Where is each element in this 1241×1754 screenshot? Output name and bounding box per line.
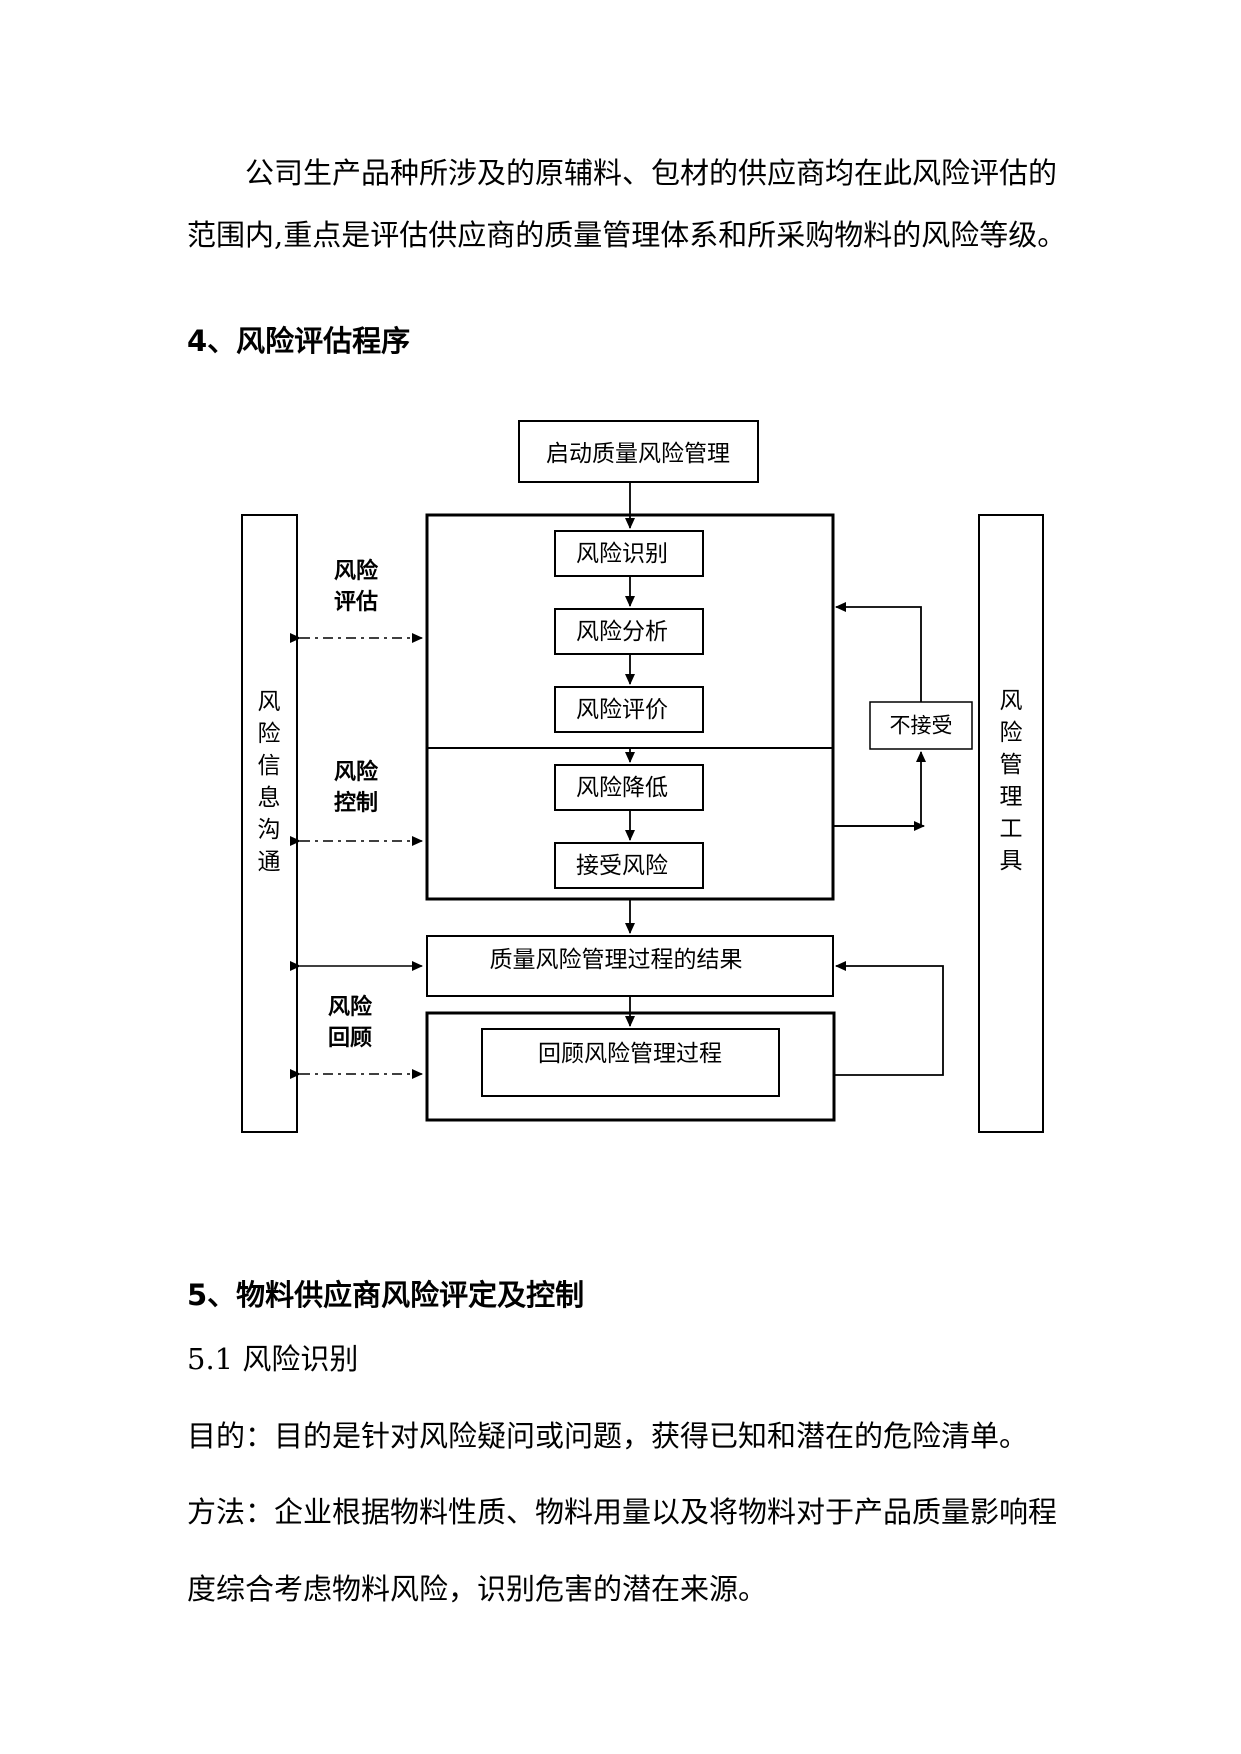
label-risk-assessment: 风险 评估 [334,558,379,615]
purpose-text: 目的：目的是针对风险疑问或问题，获得已知和潜在的危险清单。 [187,1419,1029,1453]
label-risk-review: 风险 回顾 [328,994,373,1051]
identify-box [554,530,704,577]
svg-text:控制: 控制 [334,790,378,816]
reduce-label: 风险降低 [576,775,668,801]
svg-text:息: 息 [258,785,281,811]
svg-text:理: 理 [1000,784,1023,810]
start-box [518,420,759,483]
identify-label: 风险识别 [576,541,668,567]
svg-text:具: 具 [1000,848,1023,874]
review-label: 回顾风险管理过程 [538,1041,722,1067]
reduce-box [554,764,704,811]
communication-connectors [290,633,423,1079]
section-5-heading: 5、物料供应商风险评定及控制 [187,1278,585,1312]
svg-text:回顾: 回顾 [328,1026,372,1051]
start-label: 启动质量风险管理 [546,441,730,467]
svg-text:评估: 评估 [334,590,378,615]
evaluate-label: 风险评价 [576,697,668,723]
evaluate-box [554,686,704,733]
risk-communication-label: 风 险 信 息 沟 通 [258,689,281,875]
analyze-label: 风险分析 [576,619,668,645]
not-accept-label: 不接受 [890,714,953,738]
svg-text:信: 信 [258,753,281,779]
result-label: 质量风险管理过程的结果 [490,947,743,973]
svg-text:风险: 风险 [334,558,379,584]
risk-management-tools-label: 风 险 管 理 工 具 [1000,688,1023,874]
risk-communication-column [241,514,298,1133]
intro-line-2: 范围内,重点是评估供应商的质量管理体系和所采购物料的风险等级。 [187,218,1067,252]
subsection-5-1: 5.1 风险识别 [187,1342,359,1376]
svg-text:风: 风 [258,689,281,715]
method-line-2: 度综合考虑物料风险，识别危害的潜在来源。 [187,1572,768,1606]
section-4-heading: 4、风险评估程序 [187,324,411,358]
not-accept-box [869,701,973,750]
result-box [426,935,834,997]
accept-box [554,842,704,889]
svg-text:工: 工 [1000,816,1023,842]
svg-text:风: 风 [1000,688,1023,714]
svg-text:管: 管 [1000,752,1023,778]
review-box [481,1028,780,1097]
intro-line-1: 公司生产品种所涉及的原辅料、包材的供应商均在此风险评估的 [245,156,1058,190]
analyze-box [554,608,704,655]
svg-text:沟: 沟 [258,817,281,843]
svg-text:风险: 风险 [334,759,379,785]
svg-text:风险: 风险 [328,994,373,1020]
review-loop [834,961,944,1076]
method-line-1: 方法：企业根据物料性质、物料用量以及将物料对于产品质量影响程 [187,1495,1058,1529]
svg-text:险: 险 [1000,720,1023,746]
label-risk-control: 风险 控制 [334,759,379,816]
accept-label: 接受风险 [576,853,668,879]
svg-text:通: 通 [258,849,281,875]
svg-text:险: 险 [258,721,281,747]
not-accept-loop [833,602,926,831]
risk-management-tools-column [978,514,1044,1133]
